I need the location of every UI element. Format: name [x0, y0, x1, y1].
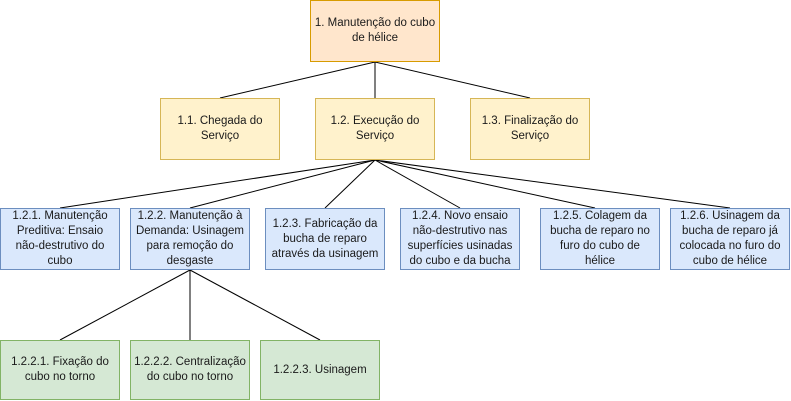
- step-node-fixacao: 1.2.2.1. Fixação do cubo no torno: [0, 340, 120, 400]
- phase-node-label: 1.1. Chegada do Serviço: [177, 115, 263, 142]
- phase-node-finalizacao: 1.3. Finalização do Serviço: [470, 98, 590, 160]
- task-node-label: 1.2.4. Novo ensaio não-destrutivo nas su…: [407, 210, 513, 267]
- connector-root-to-phase-1: [219, 61, 376, 99]
- task-node-usinagem-bucha: 1.2.6. Usinagem da bucha de reparo já co…: [670, 208, 790, 270]
- phase-node-execucao: 1.2. Execução do Serviço: [315, 98, 435, 160]
- connector-exec-to-task-3: [324, 159, 376, 209]
- connector-exec-to-task-2: [189, 159, 376, 209]
- task-node-manutencao-preditiva: 1.2.1. Manutenção Preditiva: Ensaio não-…: [0, 208, 120, 270]
- step-node-usinagem: 1.2.2.3. Usinagem: [260, 340, 380, 400]
- connector-root-to-phase-3: [374, 61, 531, 99]
- task-node-label: 1.2.5. Colagem da bucha de reparo no fur…: [550, 210, 650, 267]
- connector-exec-to-task-6: [374, 159, 731, 209]
- task-node-label: 1.2.1. Manutenção Preditiva: Ensaio não-…: [12, 210, 108, 267]
- task-node-label: 1.2.6. Usinagem da bucha de reparo já co…: [679, 210, 781, 267]
- connector-task-2-to-step-3: [189, 269, 321, 341]
- step-node-centralizacao: 1.2.2.2. Centralização do cubo no torno: [130, 340, 250, 400]
- task-node-label: 1.2.2. Manutenção à Demanda: Usinagem pa…: [135, 210, 245, 267]
- connector-exec-to-task-5: [374, 159, 596, 209]
- connector-task-2-to-step-1: [59, 269, 191, 341]
- task-node-manutencao-demanda: 1.2.2. Manutenção à Demanda: Usinagem pa…: [130, 208, 250, 270]
- task-node-fabricacao-bucha: 1.2.3. Fabricação da bucha de reparo atr…: [265, 208, 385, 270]
- step-node-label: 1.2.2.3. Usinagem: [273, 363, 367, 376]
- task-node-colagem-bucha: 1.2.5. Colagem da bucha de reparo no fur…: [540, 208, 660, 270]
- connector-exec-to-task-4: [374, 159, 461, 209]
- step-node-label: 1.2.2.2. Centralização do cubo no torno: [134, 356, 246, 383]
- phase-node-label: 1.2. Execução do Serviço: [330, 115, 420, 142]
- phase-node-label: 1.3. Finalização do Serviço: [481, 115, 579, 142]
- task-node-label: 1.2.3. Fabricação da bucha de reparo atr…: [271, 217, 379, 260]
- phase-node-chegada: 1.1. Chegada do Serviço: [160, 98, 280, 160]
- step-node-label: 1.2.2.1. Fixação do cubo no torno: [11, 356, 109, 383]
- root-node-manutencao-cubo: 1. Manutenção do cubo de hélice: [310, 0, 440, 62]
- task-node-novo-ensaio: 1.2.4. Novo ensaio não-destrutivo nas su…: [400, 208, 520, 270]
- root-node-label: 1. Manutenção do cubo de hélice: [314, 17, 436, 44]
- connector-exec-to-task-1: [59, 159, 376, 209]
